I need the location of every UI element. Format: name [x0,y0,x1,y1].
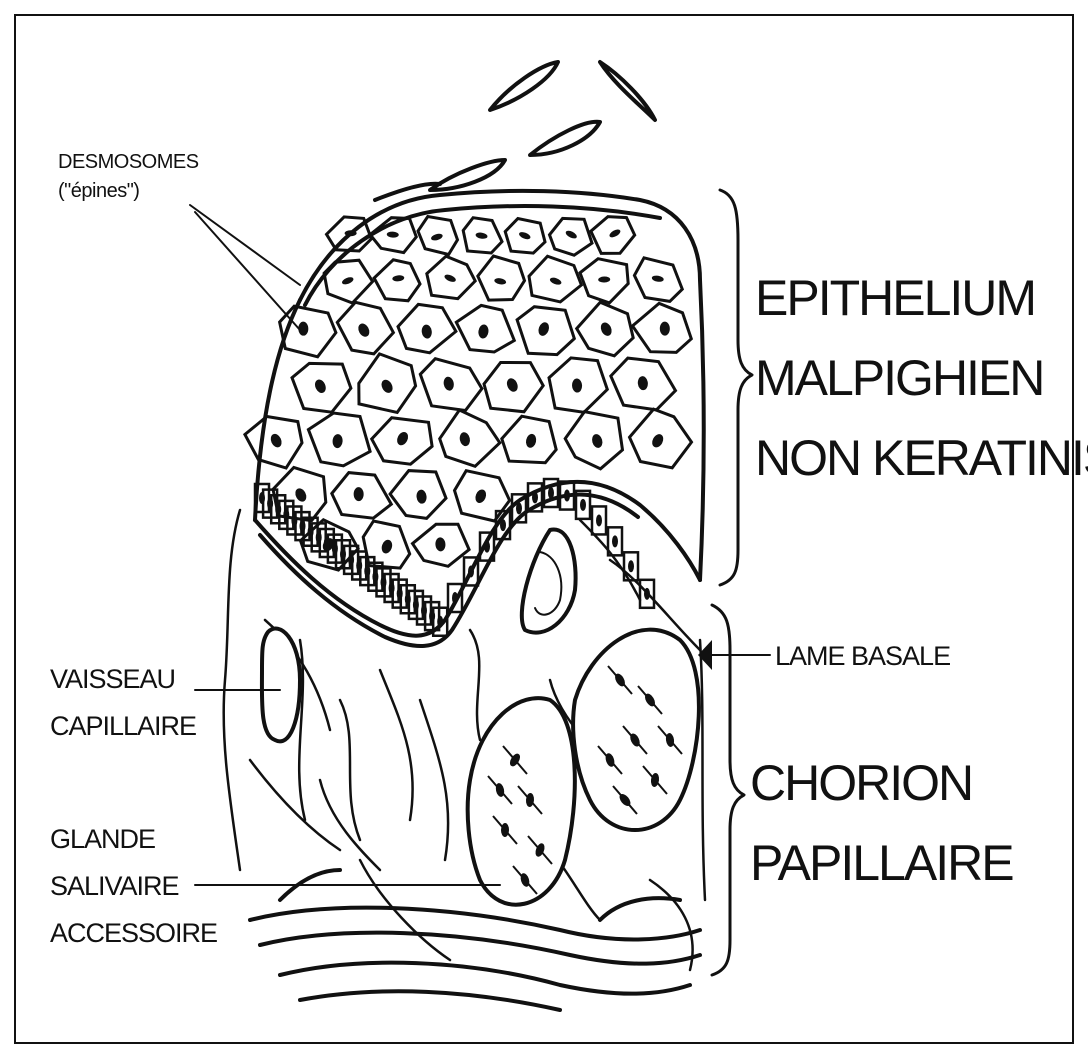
cell-nucleus [660,322,670,336]
cell-nucleus [443,273,456,283]
label-epines: ("épines") [58,180,139,202]
cell-nucleus [650,432,666,449]
cell-nucleus [548,487,554,499]
cell-nucleus [379,378,395,395]
cell-nucleus [628,560,634,572]
cell-nucleus [354,487,364,501]
cell-nucleus [572,378,583,393]
cell-nucleus [473,488,488,505]
label-glande-line2: SALIVAIRE [50,871,179,901]
cell-nucleus [430,233,443,242]
cell-nucleus [590,433,603,449]
cell-nucleus [468,565,474,577]
label-lame-basale: LAME BASALE [775,641,950,671]
cell-nucleus [380,538,394,554]
cell-nucleus [459,431,472,447]
cell-nucleus [452,592,458,604]
label-glande-line3: ACCESSOIRE [50,918,217,948]
cell-nucleus [475,232,488,240]
cell-nucleus [494,277,507,285]
cell-nucleus [443,376,455,392]
epithelial-cell [478,256,525,300]
cell-nucleus [416,489,427,504]
cell-nucleus [532,491,538,503]
desquamating-cells [375,62,655,200]
cell-nucleus [269,432,284,449]
cell-nucleus [608,228,621,239]
label-chorion-line2: PAPILLAIRE [750,835,1013,891]
cell-nucleus [505,377,520,394]
cell-nucleus [637,376,648,391]
cell-nucleus [341,276,354,286]
cell-nucleus [598,276,610,282]
basal-cells [255,479,654,636]
cell-nucleus [356,322,371,339]
cell-nucleus [599,321,614,338]
epithelial-cell [440,410,500,466]
desmosomes-pointer-1 [190,205,300,285]
cell-nucleus [525,433,538,449]
cell-nucleus [484,541,490,553]
cell-nucleus [580,499,586,511]
desmosomes-pointer-2 [195,212,300,330]
label-epithelium-line3: NON KERATINISE [755,430,1088,486]
salivary-gland [468,630,699,905]
cell-nucleus [516,502,522,514]
chorion-brace [712,605,744,975]
cell-nucleus [437,616,443,628]
label-epithelium-line2: MALPIGHIEN [755,350,1043,406]
cell-nucleus [395,430,410,447]
cell-nucleus [565,229,578,240]
label-chorion-line1: CHORION [750,755,972,811]
label-glande-line1: GLANDE [50,824,155,854]
cell-nucleus [392,275,405,282]
cell-nucleus [537,321,551,338]
cell-nucleus [345,230,357,236]
label-vaisseau-line1: VAISSEAU [50,664,175,694]
cell-nucleus [549,276,562,286]
cell-nucleus [500,519,506,531]
cell-nucleus [564,490,570,502]
label-vaisseau-line2: CAPILLAIRE [50,711,196,741]
cell-nucleus [612,535,618,547]
cell-nucleus [651,275,664,283]
collagen-bundles [250,870,700,1010]
cell-nucleus [313,378,328,395]
cell-nucleus [332,434,343,449]
label-epithelium-line1: EPITHELIUM [755,270,1035,326]
epithelium-brace [720,190,752,585]
label-desmosomes: DESMOSOMES [58,151,199,173]
cell-nucleus [478,324,490,339]
cell-nucleus [596,514,602,526]
cell-nucleus [421,324,433,339]
cell-nucleus [293,486,308,503]
cell-nucleus [435,537,446,552]
cell-nucleus [387,231,399,238]
cell-nucleus [518,231,531,241]
